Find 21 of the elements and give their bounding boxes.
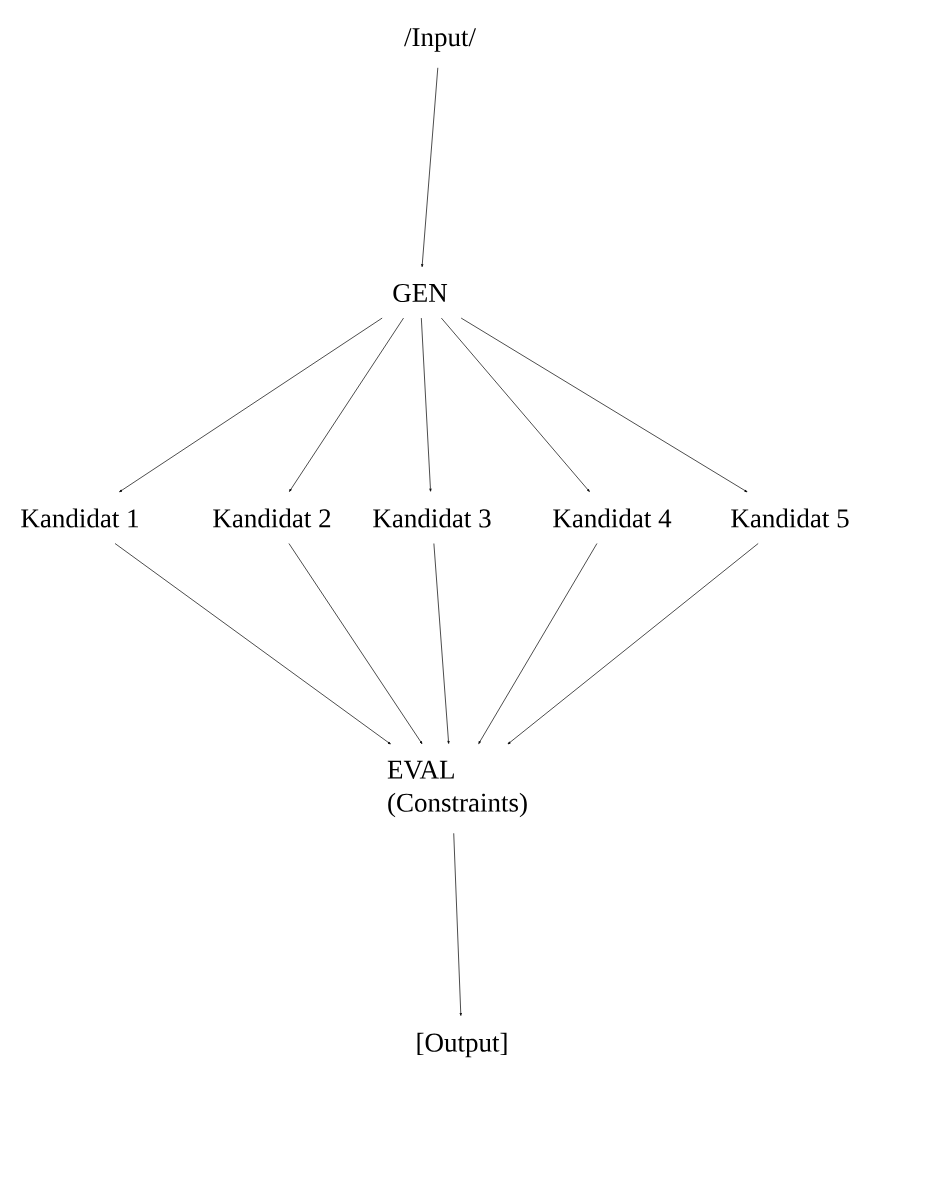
arrow (114, 543, 391, 745)
arrow (433, 543, 450, 744)
arrow (119, 317, 383, 493)
node-label: EVAL (Constraints) (387, 760, 527, 818)
arrow (478, 543, 598, 744)
node-label: Kandidat 2 (213, 508, 331, 528)
arrow (288, 543, 423, 745)
arrow (460, 317, 748, 493)
node-label: Kandidat 4 (553, 508, 672, 528)
node-label: Kandidat 3 (373, 508, 491, 528)
node-label: Kandidat 1 (21, 508, 138, 528)
node-label: Kandidat 5 (731, 508, 849, 528)
node-label: [Output] (417, 1032, 507, 1058)
arrow (507, 543, 759, 745)
arrow (289, 317, 404, 492)
arrow (453, 832, 462, 1016)
node-label: /Input/ (404, 28, 476, 52)
arrow (441, 317, 590, 492)
node-label: GEN (393, 283, 448, 303)
arrow (421, 67, 439, 268)
arrow (420, 317, 432, 492)
